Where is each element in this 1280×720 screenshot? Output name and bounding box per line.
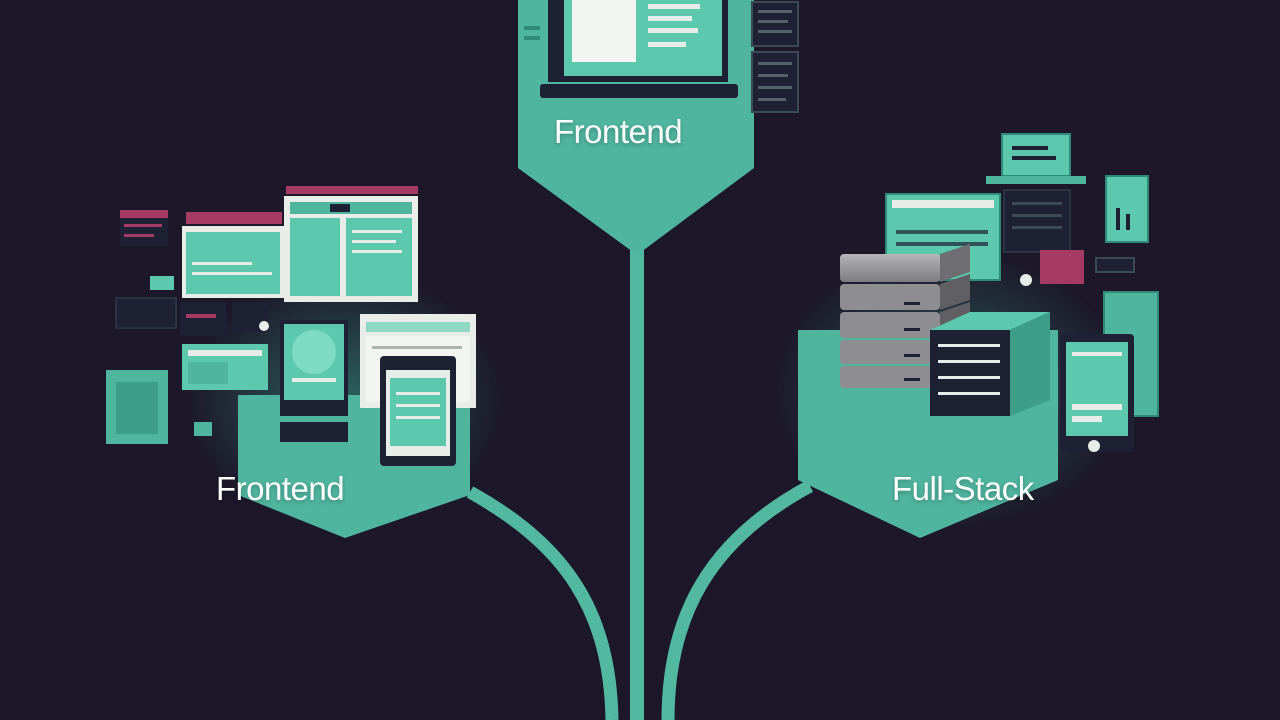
node-label-left: Frontend — [216, 470, 345, 507]
laptop-icon — [540, 0, 738, 98]
node-label-top: Frontend — [554, 113, 683, 150]
node-top — [518, 0, 799, 255]
side-panels-icon — [524, 1, 799, 113]
node-left — [106, 186, 476, 538]
teal-servers — [930, 312, 1050, 416]
connector-right — [661, 480, 814, 720]
connector-lines — [466, 250, 814, 720]
web-interfaces-icon — [106, 186, 476, 466]
connector-left — [466, 486, 619, 720]
node-label-right: Full-Stack — [892, 470, 1034, 507]
node-right — [798, 133, 1159, 538]
server-stack-icon — [840, 133, 1159, 452]
